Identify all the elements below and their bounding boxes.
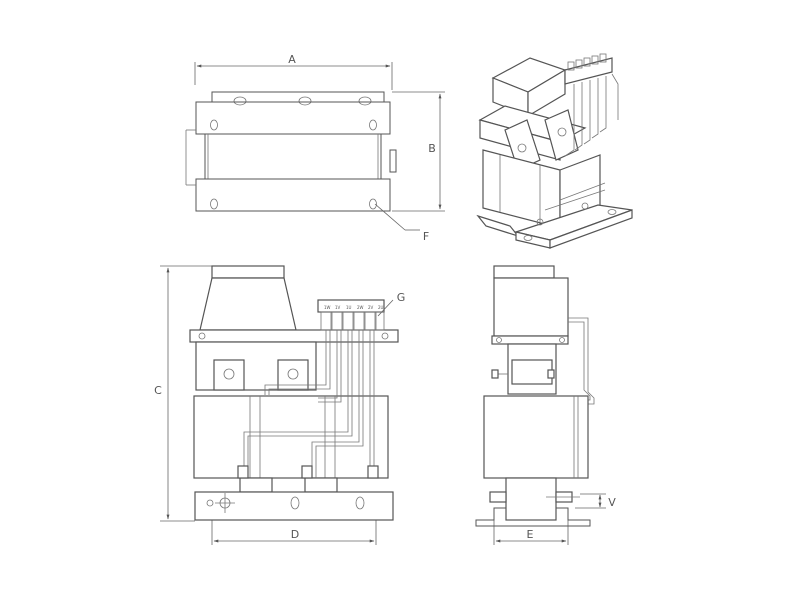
top-clamp-upper xyxy=(195,101,391,135)
front-clamp-block-left xyxy=(213,359,245,391)
front-upper-clamp xyxy=(189,329,399,343)
side-view: E V xyxy=(475,265,616,545)
leader-f xyxy=(374,203,406,231)
label-e: E xyxy=(527,528,534,541)
top-clamp-lower xyxy=(195,178,391,212)
side-base-feet xyxy=(475,507,591,527)
front-core xyxy=(193,395,389,479)
label-g: G xyxy=(397,291,406,304)
terminal-mark: 2W xyxy=(357,305,364,310)
label-a: A xyxy=(288,53,296,66)
terminal-mark: 2U xyxy=(378,305,384,310)
label-d: D xyxy=(291,528,299,541)
label-v: V xyxy=(608,496,616,509)
isometric-view xyxy=(476,53,633,249)
front-top-cover xyxy=(199,277,297,331)
label-f: F xyxy=(423,230,429,243)
front-top-cover-cap xyxy=(211,265,285,279)
leader-g xyxy=(377,299,394,317)
terminal-mark: 1V xyxy=(335,305,341,310)
terminal-mark: 2V xyxy=(368,305,374,310)
label-c: C xyxy=(154,384,162,397)
terminal-mark: 1W xyxy=(324,305,331,310)
side-core xyxy=(483,395,589,479)
front-clamp-block-right xyxy=(277,359,309,391)
terminal-mark: 1U xyxy=(346,305,352,310)
front-view: C D xyxy=(154,265,406,545)
side-top-cover xyxy=(493,277,569,337)
label-b: B xyxy=(428,142,436,155)
top-coil-block xyxy=(204,133,382,180)
top-view: A B F xyxy=(185,53,445,243)
